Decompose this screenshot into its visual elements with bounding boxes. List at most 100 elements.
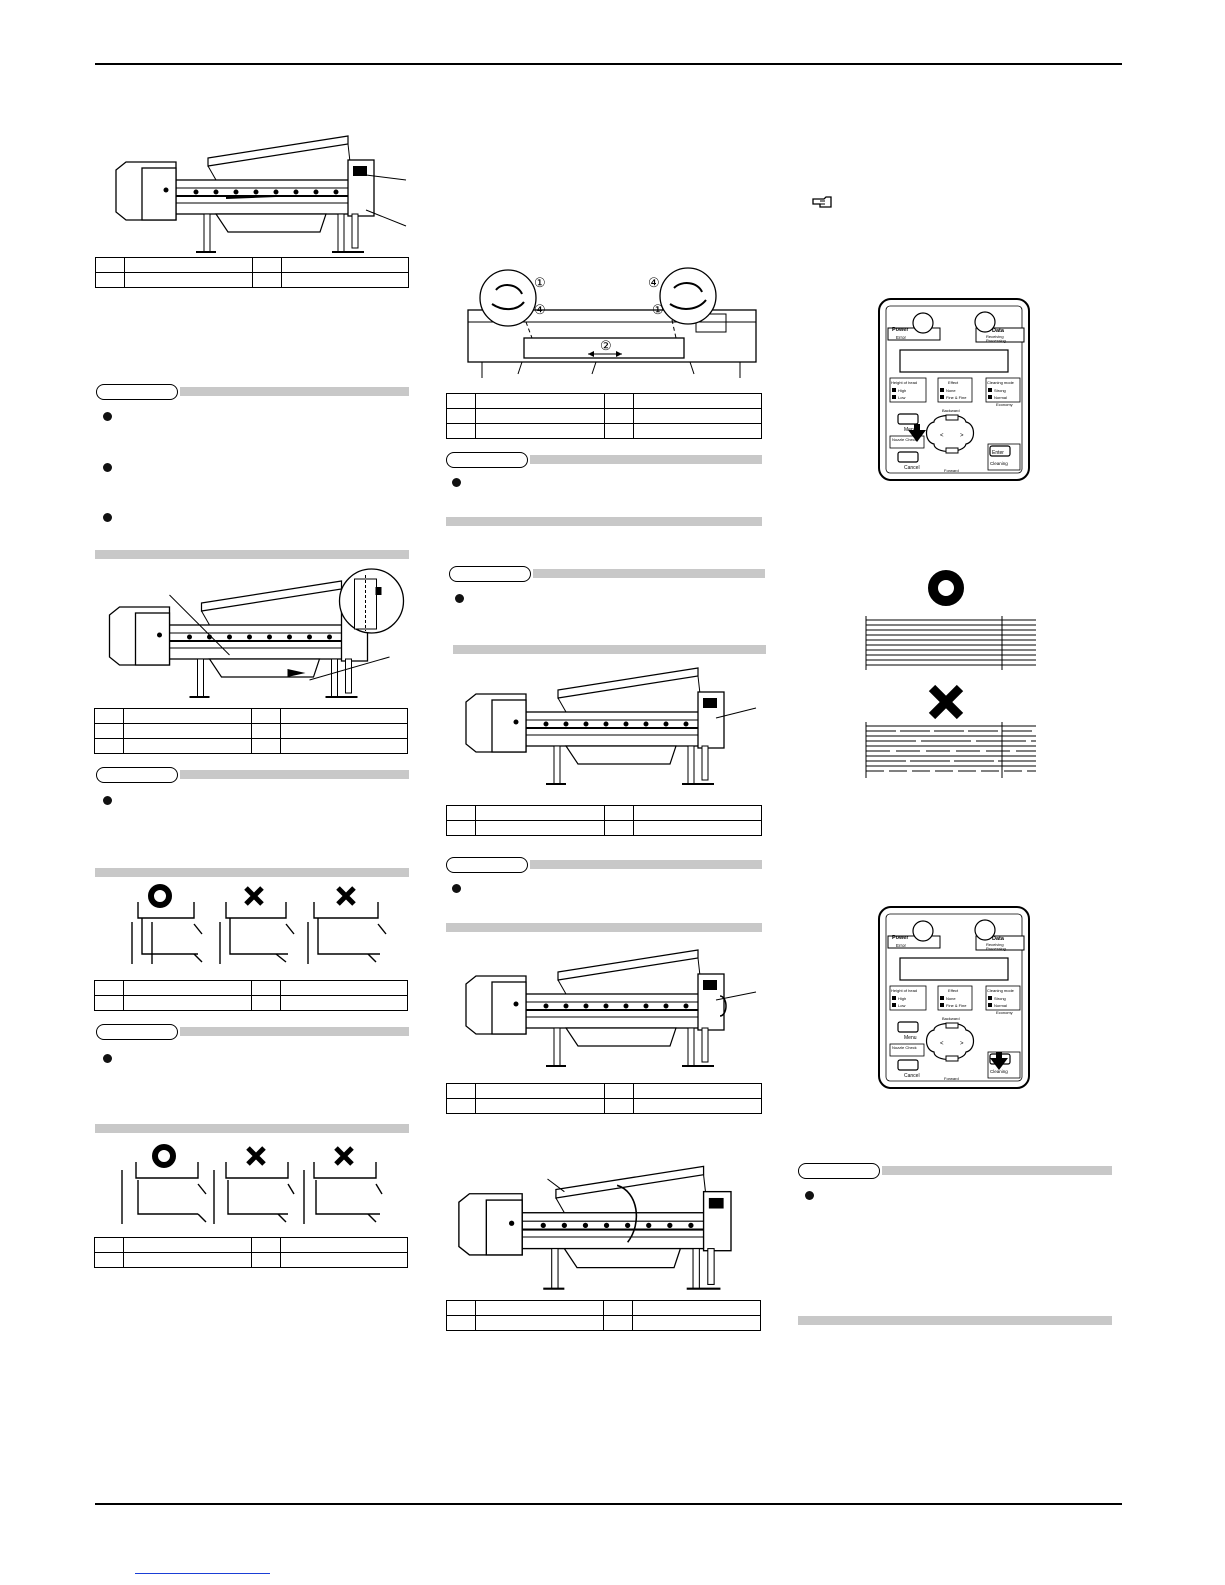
legend-table — [94, 980, 408, 1011]
none-label: None — [946, 996, 956, 1001]
normal-label: Normal — [994, 1003, 1007, 1008]
forward-label: Forward — [944, 1076, 959, 1081]
cleaning-mode-label: Cleaning mode — [987, 988, 1015, 993]
cancel-button[interactable] — [897, 1059, 919, 1071]
section-bar — [446, 923, 762, 932]
step-four-label: ④ — [648, 275, 660, 290]
low-label: Low — [898, 395, 905, 400]
footer-link-underline[interactable] — [135, 1573, 270, 1574]
normal-label: Normal — [994, 395, 1007, 400]
enter-button[interactable] — [989, 445, 1011, 457]
footer-rule — [95, 1503, 1122, 1505]
bullet — [103, 1054, 112, 1063]
svg-text:<: < — [940, 1041, 944, 1047]
cleaning-label: Cleaning — [990, 1069, 1008, 1074]
bullet — [103, 412, 112, 421]
menu-button[interactable] — [897, 413, 919, 425]
legend-table — [446, 1083, 762, 1114]
data-button[interactable] — [974, 311, 996, 333]
legend-table — [94, 1237, 408, 1268]
receiving-label: Receiving — [986, 942, 1004, 947]
forward-label: Forward — [944, 468, 959, 473]
enter-label: Enter — [992, 450, 1004, 456]
printer-illustration — [108, 568, 405, 698]
svg-text:>: > — [960, 433, 964, 439]
note-header — [446, 857, 762, 873]
effect-label: Effect — [948, 988, 959, 993]
bullet — [805, 1191, 814, 1200]
section-bar — [446, 517, 762, 526]
data-label: Data — [992, 936, 1005, 942]
processing-label: Processing — [986, 338, 1006, 343]
legend-table — [446, 805, 762, 836]
data-button[interactable] — [974, 919, 996, 941]
power-button[interactable] — [912, 312, 934, 334]
note-header — [96, 1024, 409, 1040]
section-bar — [95, 1124, 409, 1133]
economy-label: Economy — [996, 1010, 1013, 1015]
paper-position-diagram — [131, 884, 387, 964]
lcd-display — [899, 349, 1009, 373]
processing-label: Processing — [986, 946, 1006, 951]
header-rule — [95, 63, 1122, 65]
step-one-label: ① — [652, 302, 664, 317]
section-bar — [798, 1316, 1112, 1325]
nozzle-pattern-figure — [862, 568, 1038, 780]
section-bar — [95, 550, 409, 559]
legend-table — [94, 708, 408, 754]
down-arrow-icon — [990, 1052, 1008, 1070]
pressure-roller-illustration: ① ④ ② ④ ① — [467, 267, 757, 378]
paper-position-diagram — [121, 1144, 383, 1224]
menu-button[interactable] — [897, 1021, 919, 1033]
economy-label: Economy — [996, 402, 1013, 407]
operation-panel: Power Error Data Receiving Processing He… — [878, 906, 1030, 1089]
bullet — [103, 463, 112, 472]
svg-text:>: > — [960, 1041, 964, 1047]
step-four-label: ④ — [534, 302, 546, 317]
step-two-label: ② — [600, 338, 612, 353]
error-label: Error — [896, 335, 907, 340]
cleaning-label: Cleaning — [990, 461, 1008, 466]
note-header — [798, 1163, 1112, 1179]
menu-label: Menu — [904, 1035, 917, 1041]
fine-and-fine-label: Fine & Fine — [946, 1003, 967, 1008]
pointing-hand-icon — [812, 196, 832, 208]
note-header — [96, 384, 409, 400]
bullet — [452, 478, 461, 487]
cancel-button[interactable] — [897, 451, 919, 463]
cancel-label: Cancel — [904, 1073, 920, 1079]
low-label: Low — [898, 1003, 905, 1008]
operation-panel: Power Error Data Receiving Processing He… — [878, 298, 1030, 481]
bullet — [455, 594, 464, 603]
note-header — [449, 566, 765, 582]
height-of-head-label: Height of head — [891, 380, 917, 385]
receiving-label: Receiving — [986, 334, 1004, 339]
section-bar — [95, 868, 409, 877]
bullet — [452, 884, 461, 893]
power-label: Power — [892, 327, 909, 333]
high-label: High — [898, 388, 906, 393]
section-bar — [453, 645, 766, 654]
note-header — [96, 767, 409, 783]
bullet — [103, 796, 112, 805]
none-label: None — [946, 388, 956, 393]
printer-illustration — [457, 1165, 733, 1290]
svg-text:<: < — [940, 433, 944, 439]
high-label: High — [898, 996, 906, 1001]
backward-label: Backward — [942, 1016, 960, 1021]
cleaning-mode-label: Cleaning mode — [987, 380, 1015, 385]
printer-illustration — [465, 949, 757, 1067]
strong-label: Strong — [994, 388, 1006, 393]
power-button[interactable] — [912, 920, 934, 942]
legend-table — [95, 257, 409, 288]
backward-label: Backward — [942, 408, 960, 413]
lcd-display — [899, 957, 1009, 981]
nozzle-check-label: Nozzle Check — [892, 1045, 917, 1050]
cancel-label: Cancel — [904, 465, 920, 471]
down-arrow-icon — [908, 424, 926, 442]
legend-table — [446, 1300, 761, 1331]
bullet — [103, 513, 112, 522]
step-one-label: ① — [534, 275, 546, 290]
nozzle-check-label: Nozzle Check — [892, 437, 917, 442]
power-label: Power — [892, 935, 909, 941]
